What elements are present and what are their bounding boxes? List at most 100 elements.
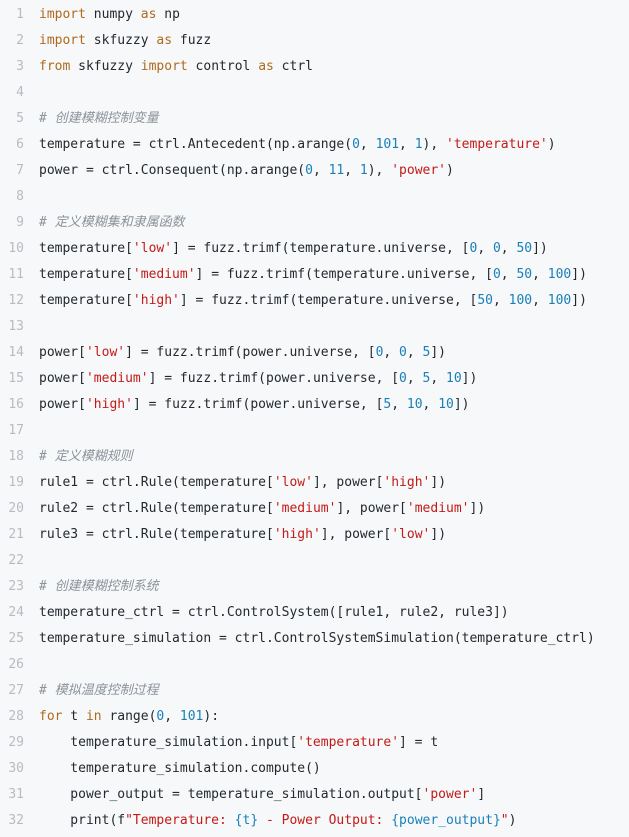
line-number: 26 bbox=[8, 657, 24, 672]
code-line[interactable]: 21 rule3 = ctrl.Rule(temperature['high'],… bbox=[0, 522, 629, 548]
line-number: 3 bbox=[16, 59, 24, 74]
code-token: {t} bbox=[234, 813, 259, 828]
code-token: ], power[ bbox=[320, 527, 392, 542]
code-line[interactable]: 4 bbox=[0, 80, 629, 106]
code-token: ] = fuzz.trimf(power.universe, [ bbox=[125, 345, 376, 360]
code-token: , bbox=[399, 137, 415, 152]
line-number: 30 bbox=[8, 761, 24, 776]
code-line[interactable]: 17 bbox=[0, 418, 629, 444]
code-line[interactable]: 18# 定义模糊规则 bbox=[0, 444, 629, 470]
code-token: 101 bbox=[375, 137, 400, 152]
line-code: # 模拟温度控制过程 bbox=[39, 678, 159, 704]
code-token: 5 bbox=[422, 345, 431, 360]
line-number: 22 bbox=[8, 553, 24, 568]
code-line[interactable]: 30 temperature_simulation.compute() bbox=[0, 756, 629, 782]
code-token: print(f bbox=[39, 813, 126, 828]
code-line[interactable]: 32 print(f"Temperature: {t} - Power Outp… bbox=[0, 808, 629, 834]
code-token: ]) bbox=[453, 397, 470, 412]
code-token: range( bbox=[101, 709, 157, 724]
line-code: # 创建模糊控制变量 bbox=[39, 106, 159, 132]
line-code: # 定义模糊规则 bbox=[39, 444, 133, 470]
code-token: 'high' bbox=[273, 527, 321, 542]
line-code: rule3 = ctrl.Rule(temperature['high'], p… bbox=[39, 522, 446, 548]
code-token: ) bbox=[547, 137, 556, 152]
line-number: 32 bbox=[8, 813, 24, 828]
code-token: in bbox=[85, 709, 102, 724]
code-token: 'temperature' bbox=[297, 735, 400, 750]
code-line[interactable]: 9# 定义模糊集和隶属函数 bbox=[0, 210, 629, 236]
code-line[interactable]: 25 temperature_simulation = ctrl.ControlS… bbox=[0, 626, 629, 652]
code-line[interactable]: 13 bbox=[0, 314, 629, 340]
code-token: ]) bbox=[461, 371, 478, 386]
line-code: rule2 = ctrl.Rule(temperature['medium'],… bbox=[39, 496, 485, 522]
code-token: 11 bbox=[328, 163, 345, 178]
code-line[interactable]: 23# 创建模糊控制系统 bbox=[0, 574, 629, 600]
code-token: 'low' bbox=[273, 475, 313, 490]
code-token: 0 bbox=[492, 267, 501, 282]
line-number: 8 bbox=[16, 189, 24, 204]
code-token: , bbox=[492, 293, 509, 308]
code-token: 'low' bbox=[85, 345, 126, 360]
code-token: rule1 = ctrl.Rule(temperature[ bbox=[39, 475, 274, 490]
code-token: 0 bbox=[399, 371, 407, 386]
code-token: t bbox=[62, 709, 86, 724]
code-token: 'low' bbox=[132, 241, 173, 256]
code-line[interactable]: 29 temperature_simulation.input['tempera… bbox=[0, 730, 629, 756]
code-token: 50 bbox=[477, 293, 493, 308]
line-number: 21 bbox=[8, 527, 24, 542]
code-token: power = ctrl.Consequent(np.arange( bbox=[39, 163, 306, 178]
code-token: , bbox=[430, 371, 447, 386]
code-line[interactable]: 27# 模拟温度控制过程 bbox=[0, 678, 629, 704]
code-token: ]) bbox=[571, 267, 587, 282]
code-token: temperature[ bbox=[39, 267, 133, 282]
line-code: from skfuzzy import control as ctrl bbox=[39, 54, 313, 80]
code-token: 0 bbox=[305, 163, 313, 178]
code-token: ], power[ bbox=[336, 501, 407, 516]
code-token: , bbox=[532, 293, 548, 308]
line-code: temperature_simulation = ctrl.ControlSys… bbox=[39, 626, 595, 652]
line-code: power['low'] = fuzz.trimf(power.universe… bbox=[39, 340, 446, 366]
line-number: 25 bbox=[8, 631, 24, 646]
code-token: ]) bbox=[430, 527, 447, 542]
line-number: 17 bbox=[8, 423, 24, 438]
line-number: 6 bbox=[16, 137, 24, 152]
code-token: 50 bbox=[516, 241, 533, 256]
code-token: 5 bbox=[422, 371, 431, 386]
code-token: temperature_ctrl = ctrl.ControlSystem([r… bbox=[39, 605, 509, 620]
line-code: print(f"Temperature: {t} - Power Output:… bbox=[39, 808, 516, 834]
code-line[interactable]: 5# 创建模糊控制变量 bbox=[0, 106, 629, 132]
code-token: , bbox=[406, 371, 423, 386]
code-line[interactable]: 31 power_output = temperature_simulation… bbox=[0, 782, 629, 808]
line-number: 31 bbox=[8, 787, 24, 802]
code-token: 0 bbox=[352, 137, 360, 152]
code-token: 0 bbox=[375, 345, 384, 360]
code-line[interactable]: 8 bbox=[0, 184, 629, 210]
code-token: fuzz bbox=[172, 33, 212, 48]
code-line[interactable]: 22 bbox=[0, 548, 629, 574]
code-token: , bbox=[383, 345, 400, 360]
code-token: # 定义模糊集和隶属函数 bbox=[39, 215, 185, 230]
code-token: ] = fuzz.trimf(temperature.universe, [ bbox=[172, 241, 470, 256]
line-code: temperature['medium'] = fuzz.trimf(tempe… bbox=[39, 262, 587, 288]
code-token: ]) bbox=[430, 475, 447, 490]
code-token: , bbox=[359, 137, 376, 152]
code-token: ], power[ bbox=[312, 475, 384, 490]
code-token: 0 bbox=[492, 241, 501, 256]
code-line[interactable]: 3 from skfuzzy import control as ctrl bbox=[0, 54, 629, 80]
code-line[interactable]: 26 bbox=[0, 652, 629, 678]
